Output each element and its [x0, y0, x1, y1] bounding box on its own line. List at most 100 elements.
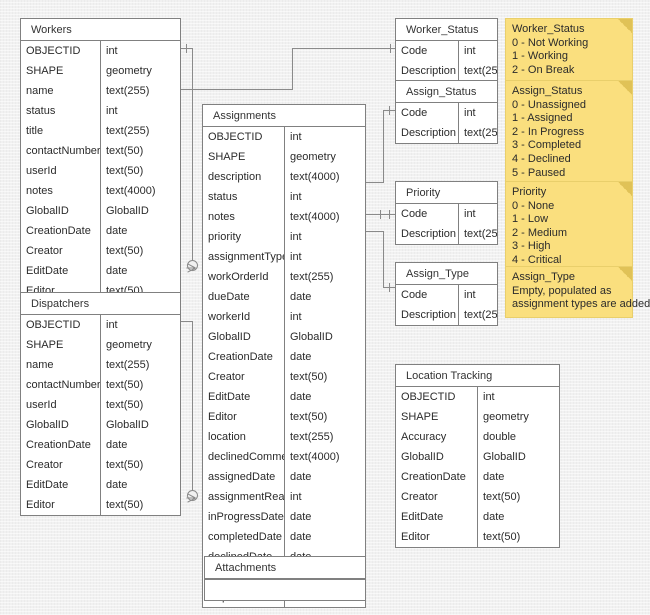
connector-dispatchers-objectid	[181, 321, 193, 322]
connector-assign-status-stub	[366, 182, 384, 183]
note-title: Assign_Type	[512, 271, 575, 283]
table-row: declinedCommenttext(4000)	[203, 447, 365, 467]
table-row: CreationDate date	[203, 347, 365, 367]
field-type: geometry	[290, 151, 336, 163]
table-row: Description text(255)	[396, 61, 497, 81]
field-name: OBJECTID	[21, 41, 101, 61]
field-type: int	[464, 289, 476, 301]
field-type: date	[106, 479, 128, 491]
field-name: Creator	[21, 241, 101, 261]
field-name: SHAPE	[203, 147, 285, 167]
field-name: Code	[396, 285, 459, 305]
table-attachments[interactable]: Attachments	[204, 556, 366, 601]
field-name: SHAPE	[396, 407, 478, 427]
field-type: date	[106, 225, 128, 237]
field-type: date	[290, 391, 312, 403]
connector-workers-vertical	[192, 48, 193, 265]
field-name: Creator	[21, 455, 101, 475]
field-type: text(255)	[464, 65, 497, 77]
field-name: Code	[396, 204, 459, 224]
field-name: Editor	[21, 495, 101, 515]
table-row: name text(255)	[21, 81, 180, 101]
field-name: Description	[396, 224, 459, 244]
field-type: int	[483, 391, 495, 403]
table-assign-status[interactable]: Assign_Status CodeintDescriptiontext(255…	[395, 80, 498, 144]
table-worker-status[interactable]: Worker_Status CodeintDescriptiontext(255…	[395, 18, 498, 82]
connector-workers-status-v	[292, 48, 293, 90]
field-name: declinedComment	[203, 447, 285, 467]
field-name: userId	[21, 161, 101, 181]
field-type: geometry	[106, 65, 152, 77]
field-type: text(255)	[106, 85, 150, 97]
field-type: text(255)	[290, 271, 334, 283]
field-name: name	[21, 355, 101, 375]
field-type: int	[290, 191, 302, 203]
note-fold-icon	[618, 182, 632, 196]
field-name: Code	[396, 41, 459, 61]
note-line: 0 - Not Working	[512, 36, 589, 49]
field-type: GlobalID	[106, 205, 149, 217]
field-name: name	[21, 81, 101, 101]
note-fold-icon	[618, 267, 632, 281]
note-line: 3 - Completed	[512, 139, 582, 152]
field-type: text(4000)	[290, 211, 340, 223]
field-name: Description	[396, 61, 459, 81]
field-name: Editor	[396, 527, 478, 547]
field-name: Creator	[203, 367, 285, 387]
table-title: Location Tracking	[396, 365, 559, 387]
connector-assign-type-stub	[366, 231, 384, 232]
field-name: Accuracy	[396, 427, 478, 447]
field-name: GlobalID	[21, 415, 101, 435]
note-line: 0 - Unassigned	[512, 98, 586, 111]
field-name: workOrderId	[203, 267, 285, 287]
field-type: geometry	[483, 411, 529, 423]
connector-dispatchers-vertical	[192, 321, 193, 495]
field-name: CreationDate	[203, 347, 285, 367]
table-title: Assign_Type	[396, 263, 497, 285]
note-line: 2 - Medium	[512, 226, 568, 239]
table-title: Workers	[21, 19, 180, 41]
field-name: GlobalID	[203, 327, 285, 347]
field-type: date	[290, 351, 312, 363]
connector-tick-one	[380, 210, 381, 219]
field-name: Description	[396, 123, 459, 143]
note-title: Priority	[512, 186, 547, 198]
